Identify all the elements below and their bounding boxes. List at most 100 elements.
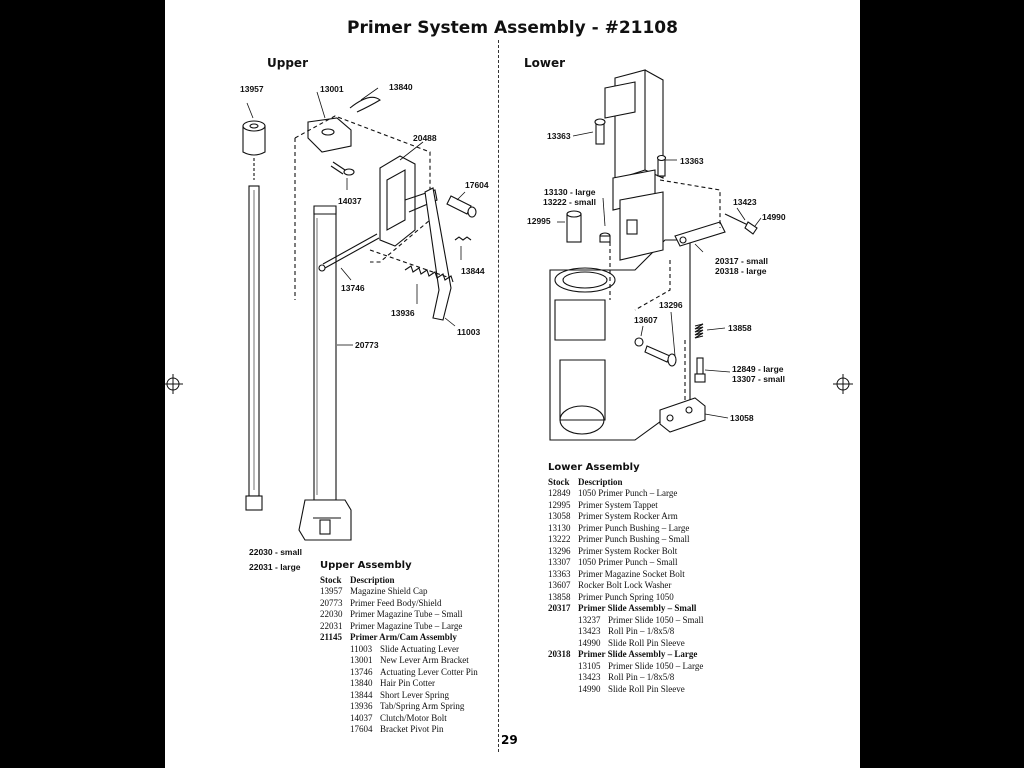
stock-number: 14990 (578, 683, 601, 694)
stock-number: 12995 (548, 499, 571, 510)
callout-17604: 17604 (465, 180, 489, 190)
press-body (549, 239, 691, 441)
stock-number: 14037 (350, 712, 373, 723)
list-item: 13746 Actuating Lever Cotter Pin (320, 667, 478, 679)
part-description: Actuating Lever Cotter Pin (380, 666, 478, 677)
list-item: 13222 Primer Punch Bushing – Small (548, 534, 704, 546)
lower-heading: Lower (524, 56, 566, 70)
stock-number: 13105 (578, 660, 601, 671)
rocker-bolt (634, 337, 677, 367)
callout-13844: 13844 (461, 266, 485, 276)
bushing (599, 232, 611, 243)
callout-12849: 12849 - large (732, 364, 784, 374)
stock-number: 20773 (320, 597, 343, 608)
part-description: 1050 Primer Punch – Small (578, 557, 678, 567)
part-description: Primer Punch Spring 1050 (578, 591, 674, 602)
part-description: Primer Slide Assembly – Small (578, 603, 697, 613)
callout-13222: 13222 - small (543, 197, 596, 207)
stock-number: 20317 (548, 603, 571, 613)
callout-13058: 13058 (730, 413, 754, 423)
part-description: Primer System Rocker Arm (578, 511, 678, 521)
page-number: 29 (501, 733, 518, 747)
part-description: Primer Slide Assembly – Large (578, 649, 698, 659)
callout-20773: 20773 (355, 340, 379, 350)
callout-13957: 13957 (240, 84, 264, 94)
list-item: 14990 Slide Roll Pin Sleeve (548, 684, 704, 696)
callout-13296: 13296 (659, 300, 683, 310)
part-description: Primer Feed Body/Shield (350, 597, 442, 608)
list-item: 20773 Primer Feed Body/Shield (320, 598, 478, 610)
part-description: Primer System Rocker Bolt (578, 545, 678, 556)
bracket-pivot-pin (446, 195, 477, 218)
tappet (566, 210, 582, 243)
lower-assembly-heading: Lower Assembly (548, 462, 640, 473)
callout-12995: 12995 (527, 216, 551, 226)
col-stock: Stock (548, 476, 570, 487)
registration-mark-left (165, 374, 183, 394)
rocker-arm (659, 397, 706, 433)
stock-number: 13840 (350, 678, 373, 688)
stock-number: 13222 (548, 534, 571, 544)
registration-mark-right (833, 374, 853, 394)
stock-number: 13936 (350, 701, 373, 711)
part-description: Primer Magazine Tube – Large (350, 620, 463, 631)
part-description: Magazine Shield Cap (350, 586, 428, 596)
part-description: Primer System Tappet (578, 499, 658, 510)
stock-number: 21145 (320, 632, 343, 642)
stock-number: 13607 (548, 580, 571, 590)
part-description: Hair Pin Cotter (380, 678, 435, 688)
stock-number: 13237 (578, 614, 601, 625)
clutch-bolt (330, 161, 355, 176)
socket-bolt-upper (594, 118, 606, 145)
part-description: Slide Roll Pin Sleeve (608, 683, 685, 694)
stock-number: 13844 (350, 689, 373, 700)
primer-slide (674, 213, 758, 247)
upper-heading: Upper (267, 56, 308, 70)
stock-number: 13423 (578, 626, 601, 636)
callout-13423: 13423 (733, 197, 757, 207)
part-description: Slide Actuating Lever (380, 643, 459, 654)
callout-22030: 22030 - small (249, 547, 302, 557)
callout-20488: 20488 (413, 133, 437, 143)
group-item: 20317 Primer Slide Assembly – Small (548, 603, 704, 615)
callout-13001: 13001 (320, 84, 344, 94)
list-item: 13058 Primer System Rocker Arm (548, 511, 704, 523)
part-description: Primer Magazine Socket Bolt (578, 568, 685, 579)
lower-assembly-col-header: Stock Description (548, 477, 704, 489)
part-description: Primer Arm/Cam Assembly (350, 632, 457, 642)
stock-number: 13058 (548, 511, 571, 521)
part-description: Primer Punch Bushing – Large (578, 522, 690, 533)
stock-number: 13130 (548, 522, 571, 533)
callout-13840: 13840 (389, 82, 413, 92)
page-title: Primer System Assembly - #21108 (347, 18, 678, 38)
stock-number: 22030 (320, 609, 343, 619)
callout-13607: 13607 (634, 315, 658, 325)
stock-number: 13957 (320, 586, 343, 596)
col-description: Description (578, 476, 623, 487)
callout-13363-right: 13363 (680, 156, 704, 166)
stock-number: 13307 (548, 557, 571, 567)
list-item: 13130 Primer Punch Bushing – Large (548, 523, 704, 535)
callout-11003: 11003 (457, 327, 481, 337)
callout-13936: 13936 (391, 308, 415, 318)
group-item: 21145 Primer Arm/Cam Assembly (320, 632, 478, 644)
part-description: Primer Punch Bushing – Small (578, 534, 690, 544)
part-description: New Lever Arm Bracket (380, 655, 469, 665)
stock-number: 13746 (350, 666, 373, 677)
stock-number: 22031 (320, 620, 343, 631)
callout-22031: 22031 - large (249, 562, 301, 572)
callout-20318: 20318 - large (715, 266, 767, 276)
